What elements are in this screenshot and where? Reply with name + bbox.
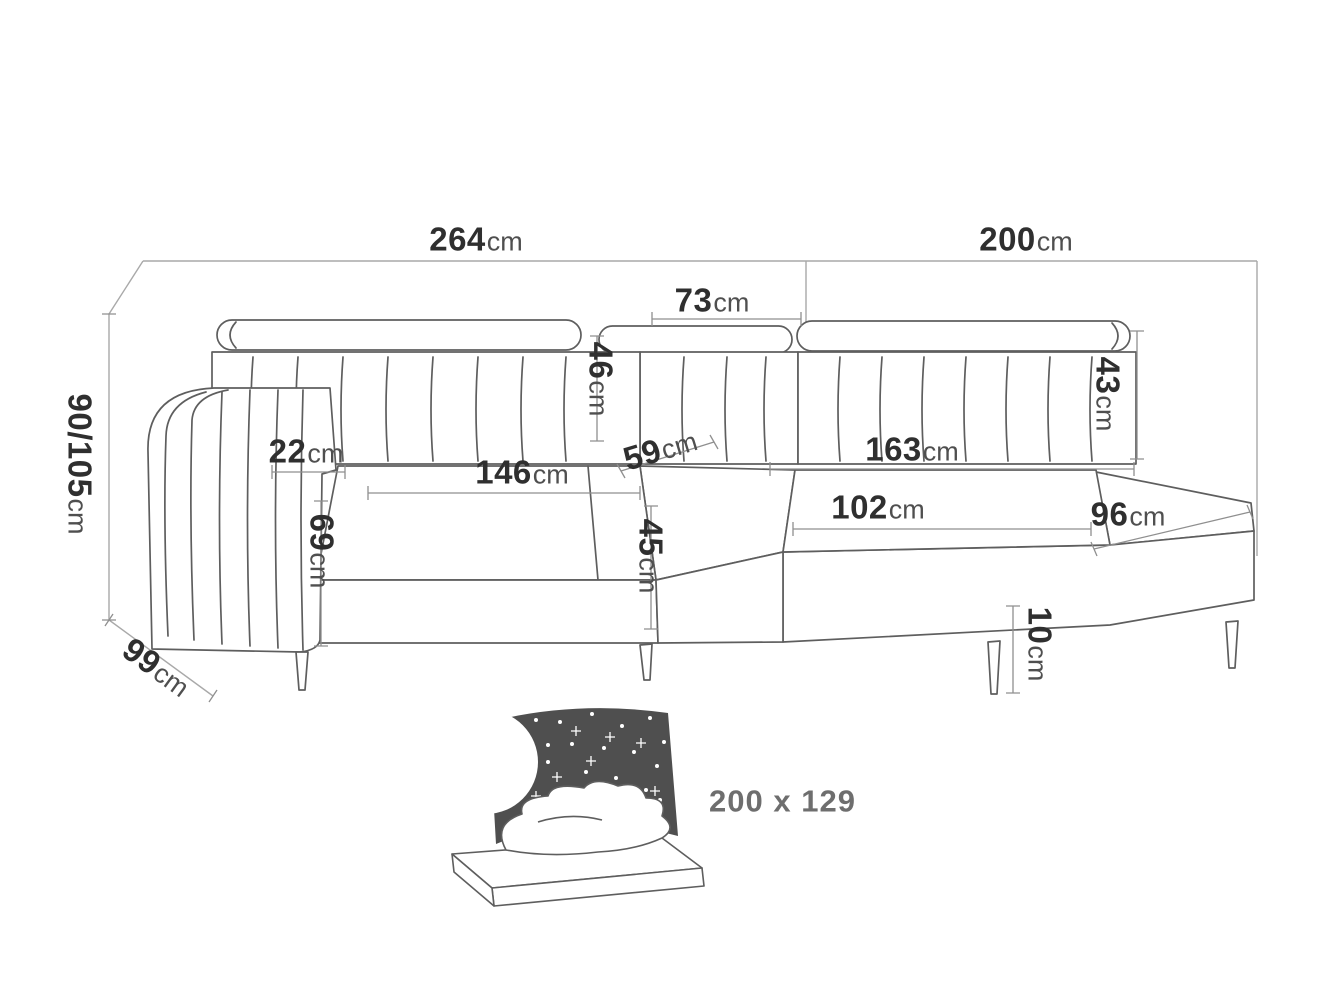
dim-unit: cm	[304, 552, 335, 589]
dim-chaise-end-width: 96cm	[1091, 498, 1166, 531]
dim-value: 102	[831, 488, 888, 526]
dim-value: 264	[429, 220, 486, 258]
dim-value: 10	[1021, 606, 1059, 645]
dim-unit: cm	[532, 459, 569, 490]
leg	[639, 643, 653, 681]
dim-unit: cm	[633, 557, 664, 594]
armrest-left	[147, 387, 337, 653]
dim-right-seat-length: 163cm	[865, 433, 959, 466]
dim-unit: cm	[307, 438, 344, 469]
dim-value: 69	[303, 513, 341, 552]
dim-value: 163	[865, 430, 922, 468]
headrest-roll-corner	[598, 325, 793, 354]
dim-overall-width-left: 264cm	[429, 223, 523, 256]
dim-leg-height: 10cm	[1021, 606, 1059, 682]
dim-right-back-height: 43cm	[1089, 356, 1127, 432]
dim-value: 73	[674, 281, 713, 319]
dim-sleeping-area: 200 x 129	[709, 786, 857, 817]
seat-front-left	[313, 579, 659, 644]
dim-value: 43	[1089, 356, 1127, 395]
dim-unit: cm	[713, 287, 750, 318]
dim-overall-height: 90/105cm	[61, 393, 99, 535]
dim-value: 90/105	[61, 393, 99, 498]
dim-value: 200 x 129	[709, 783, 856, 819]
leg	[1225, 620, 1239, 669]
room-outline	[108, 260, 1258, 697]
dim-unit: cm	[1022, 645, 1053, 682]
dim-unit: cm	[1036, 226, 1073, 257]
dim-overall-width-right: 200cm	[979, 223, 1073, 256]
headrest-roll-left	[216, 319, 582, 351]
dim-armrest-height: 69cm	[303, 513, 341, 589]
dim-unit: cm	[583, 380, 614, 417]
dim-value: 146	[475, 453, 532, 491]
seat-front-corner	[655, 551, 784, 644]
sleeping-area-icon	[434, 708, 705, 907]
backrest-right	[797, 351, 1137, 465]
dim-seat-height: 45cm	[632, 518, 670, 594]
dim-corner-back-width: 73cm	[675, 284, 750, 317]
leg	[987, 640, 1001, 695]
dim-unit: cm	[1090, 395, 1121, 432]
dim-value: 46	[582, 341, 620, 380]
dim-unit: cm	[486, 226, 523, 257]
dim-value: 96	[1090, 495, 1129, 533]
dim-unit: cm	[888, 494, 925, 525]
dim-unit: cm	[62, 498, 93, 535]
dim-unit: cm	[922, 436, 959, 467]
bed-icon	[451, 780, 705, 907]
dimension-lines	[102, 312, 1254, 703]
dim-chaise-seat-length: 102cm	[831, 491, 925, 524]
headrest-roll-right	[796, 320, 1131, 352]
leg	[295, 651, 309, 691]
dim-armrest-width: 22cm	[269, 435, 344, 468]
dim-value: 45	[632, 518, 670, 557]
dim-left-seat-width: 146cm	[475, 456, 569, 489]
moon-crescent	[434, 710, 538, 814]
dim-value: 200	[979, 220, 1036, 258]
dim-backrest-height: 46cm	[582, 341, 620, 417]
sofa-drawing	[147, 319, 1255, 695]
dim-unit: cm	[1129, 501, 1166, 532]
dim-value: 22	[268, 432, 307, 470]
